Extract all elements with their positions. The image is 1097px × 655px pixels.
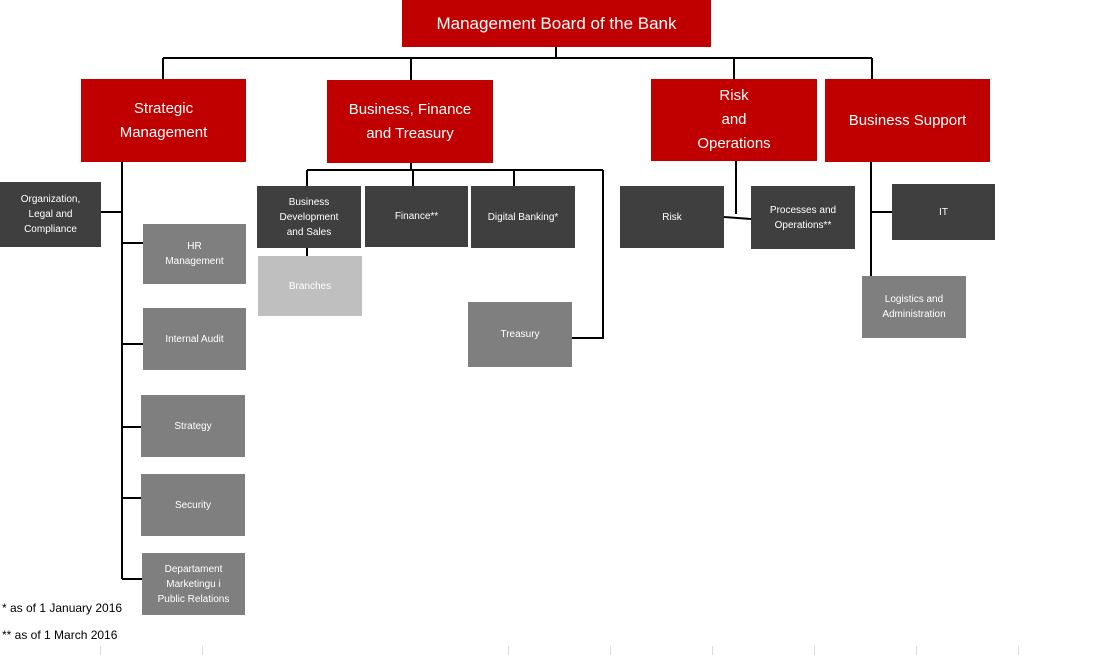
unit-hr-management: HR Management [143,224,246,284]
gridline-tick [610,646,611,655]
connector-treasury-drop [572,170,604,339]
gridline-tick [814,646,815,655]
division-business-finance-treasury: Business, Finance and Treasury [327,80,493,163]
unit-logistics-administration: Logistics and Administration [862,276,966,338]
gridline-tick [100,646,101,655]
footnote-march-2016: ** as of 1 March 2016 [2,628,118,642]
division-risk-operations: Risk and Operations [651,79,817,161]
unit-marketing-public-relations: Departament Marketingu i Public Relation… [142,553,245,615]
connector-risk-unit [723,216,752,220]
unit-security: Security [141,474,245,536]
division-strategic-management: Strategic Management [81,79,246,162]
gridline-tick [916,646,917,655]
gridline-tick [712,646,713,655]
gridline-tick [202,646,203,655]
unit-risk: Risk [620,186,724,248]
unit-internal-audit: Internal Audit [143,308,246,370]
management-board-box: Management Board of the Bank [402,0,711,47]
division-business-support: Business Support [825,79,990,162]
unit-finance: Finance** [365,186,468,247]
unit-strategy: Strategy [141,395,245,457]
gridline-tick [1018,646,1019,655]
unit-digital-banking: Digital Banking* [471,186,575,248]
unit-business-development-sales: Business Development and Sales [257,186,361,248]
unit-branches: Branches [258,256,362,316]
unit-processes-operations: Processes and Operations** [751,186,855,249]
unit-organization-legal-compliance: Organization, Legal and Compliance [0,182,101,247]
footnote-january-2016: * as of 1 January 2016 [2,601,123,615]
gridline-tick [508,646,509,655]
unit-treasury: Treasury [468,302,572,367]
unit-it: IT [892,184,995,240]
